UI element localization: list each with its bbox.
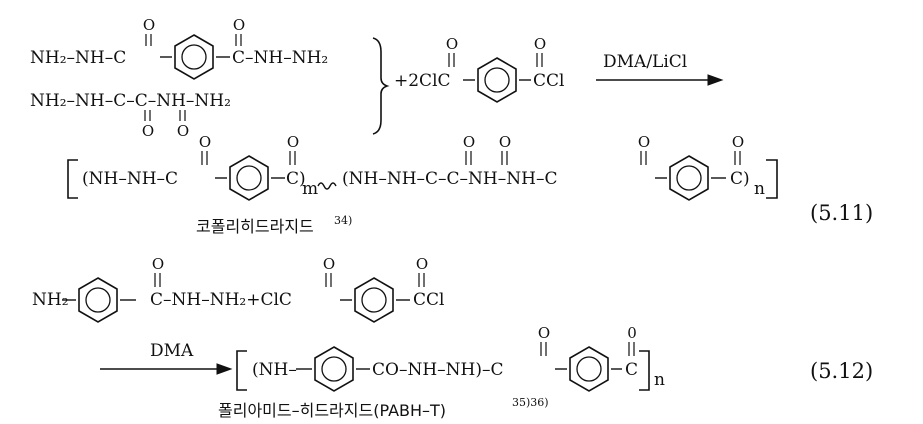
reaction-arrow-icon: DMA/LiCl [596, 52, 724, 86]
monomer-a: O NH₂–NH–C O C–NH–NH₂ [30, 16, 328, 80]
product-middle: CO–NH–NH)–C [372, 360, 503, 380]
carbonyl-o: O [446, 35, 458, 53]
monomer-a-left: NH₂–NH–C [30, 48, 126, 68]
wavy-bond-icon [317, 182, 337, 190]
subscript-n: n [654, 370, 665, 390]
benzene-ring-icon [314, 346, 354, 392]
carbonyl-o: O [233, 16, 245, 34]
product-close-2: C) [730, 169, 750, 189]
reagent-right: CCl [413, 290, 444, 310]
benzene-ring-icon [174, 34, 214, 80]
equation-number: (5.12) [810, 359, 873, 383]
reaction-conditions: DMA/LiCl [603, 52, 687, 72]
carbonyl-o: O [177, 122, 189, 140]
equation-number: (5.11) [810, 201, 873, 225]
carbonyl-o: O [534, 35, 546, 53]
carbonyl-o: O [463, 133, 475, 151]
product-start: (NH– [252, 360, 297, 380]
benzene-ring-icon [229, 155, 269, 201]
product-name: 폴리아미드–히드라지드(PABH–T) [218, 401, 446, 420]
monomer-amine: NH₂ [32, 290, 69, 310]
product-segment-2: (NH–NH–C–C–NH–NH–C [342, 169, 557, 189]
right-brace-icon [372, 37, 390, 135]
benzene-ring-icon [78, 277, 118, 323]
product-close-1: C) [286, 169, 306, 189]
benzene-ring-icon [669, 155, 709, 201]
carbonyl-o: O [499, 133, 511, 151]
subscript-m: m [302, 179, 318, 199]
subscript-n: n [754, 179, 765, 199]
monomer-a-right: C–NH–NH₂ [232, 48, 328, 68]
monomer-rest: C–NH–NH₂+ClC [150, 290, 292, 310]
carbonyl-o: O [638, 133, 650, 151]
monomer-aminobenzhydrazide: NH₂ O C–NH–NH₂+ClC O O CCl [32, 255, 444, 323]
carbonyl-o: O [538, 324, 550, 342]
reference-superscript: 35)36) [512, 396, 549, 409]
carbonyl-o: O [416, 255, 428, 273]
benzene-ring-icon [569, 346, 609, 392]
monomer-b-formula: NH₂–NH–C–C–NH–NH₂ [30, 91, 231, 111]
monomer-b: NH₂–NH–C–C–NH–NH₂ O O [30, 91, 231, 140]
carbonyl-o: O [199, 133, 211, 151]
benzene-ring-icon [477, 57, 517, 103]
product-segment-1: (NH–NH–C [82, 169, 178, 189]
reaction-arrow-icon: DMA [100, 341, 233, 375]
carbonyl-o: O [323, 255, 335, 273]
carbonyl-o: O [143, 16, 155, 34]
reaction-conditions: DMA [150, 341, 194, 361]
carbonyl-o: 0 [627, 324, 637, 342]
reference-superscript: 34) [334, 214, 352, 227]
product-pabh-t: (NH– CO–NH–NH)–C O 0 C n [236, 324, 665, 392]
carbonyl-o: O [142, 122, 154, 140]
reagent-terephthaloyl-chloride: +2ClC O O CCl [394, 35, 564, 103]
reagent-left: +2ClC [394, 71, 451, 91]
carbonyl-o: O [152, 255, 164, 273]
carbonyl-o: O [732, 133, 744, 151]
product-end: C [625, 360, 638, 380]
product-copolyhydrazide: (NH–NH–C O O C) m (NH–NH–C–C–NH–NH–C O O… [67, 133, 778, 201]
reagent-right: CCl [533, 71, 564, 91]
carbonyl-o: O [287, 133, 299, 151]
product-name: 코폴리히드라지드 [196, 217, 314, 236]
benzene-ring-icon [354, 277, 394, 323]
